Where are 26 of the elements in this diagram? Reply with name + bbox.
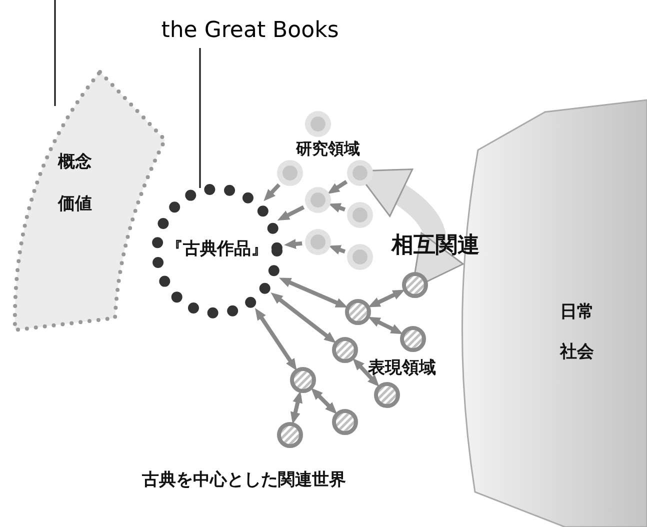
band-label: 価値: [58, 193, 92, 215]
double-arrow: [278, 278, 348, 308]
arrow: [264, 183, 281, 202]
leader-line: [54, 0, 56, 106]
double-arrow: [368, 290, 405, 308]
double-arrow: [290, 390, 303, 424]
arrow: [328, 203, 346, 212]
region-label: 研究領域: [296, 139, 360, 160]
double-arrow: [270, 292, 336, 344]
leader-line: [199, 48, 201, 188]
region-label: 表現領域: [368, 357, 436, 379]
caption-text: 古典を中心とした関連世界: [142, 469, 346, 491]
circle-label: 『古典作品』: [165, 238, 269, 260]
double-arrow: [368, 316, 403, 334]
heading-text: the Great Books: [130, 14, 370, 48]
arrow: [327, 180, 348, 194]
double-arrow: [352, 358, 380, 387]
arrow: [284, 239, 302, 249]
band-label: 日常: [560, 301, 594, 323]
band-label: 概念: [58, 151, 92, 173]
band-label: 社会: [560, 341, 594, 363]
double-arrow: [255, 308, 297, 371]
edge-label: 相互関連: [391, 232, 480, 260]
double-arrow: [310, 388, 338, 414]
arrow: [277, 205, 305, 221]
arrow: [328, 245, 346, 254]
